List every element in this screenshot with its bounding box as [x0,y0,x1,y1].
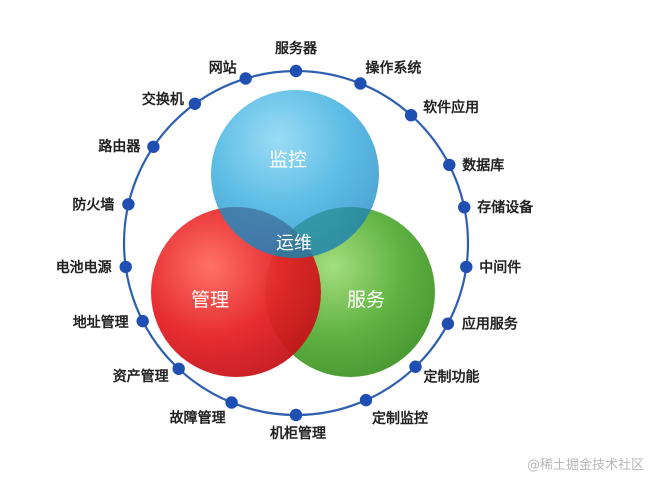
ring-node-label: 定制监控 [372,410,428,427]
ring-node-label: 电池电源 [56,259,112,276]
ring-node-label: 网站 [209,60,237,77]
venn-right-label: 服务 [347,289,385,311]
venn-top-label: 监控 [269,149,307,171]
ring-node-dot [136,314,149,328]
ring-node-label: 防火墙 [72,196,114,213]
ring-node-label: 机柜管理 [270,425,326,442]
ring-node-dot [122,198,135,211]
ring-node-label: 故障管理 [170,410,226,427]
ring-node-label: 软件应用 [423,99,479,116]
ring-node-dot [354,77,367,90]
watermark: @稀土掘金技术社区 [526,458,644,473]
venn-overlap-shade-right [265,207,379,258]
ring-node-label: 中间件 [479,259,521,276]
venn-overlap-shade [211,207,321,258]
ring-node-dot [239,72,252,85]
ring-node-label: 存储设备 [477,199,534,216]
ring-node-dot [289,64,303,78]
ring-node-dot [188,97,202,111]
venn-top-circle [211,90,379,258]
ring-node-dot [460,260,473,274]
ring-node-dot [404,109,418,122]
ring-node-label: 地址管理 [73,314,129,331]
ring-node-dot [172,362,185,375]
ring-node-label: 资产管理 [113,368,169,385]
ring-node-dot [409,360,422,373]
ring-node-label: 服务器 [275,40,318,57]
venn-left-label: 管理 [191,289,229,311]
ring-nodes [119,64,473,422]
ring-node-label: 定制功能 [424,369,480,386]
venn-center-label: 运维 [276,233,312,254]
ring-node-dot [225,396,238,409]
venn-diagram: 监控 管理 服务 运维 [151,90,435,377]
ring-node-label: 操作系统 [365,60,421,77]
ring-node-label: 应用服务 [462,316,519,333]
ring-node-dot [443,158,456,172]
ring-node-dot [289,408,303,422]
ring-node-dot [458,201,471,214]
ring-node-dot [147,140,160,153]
ring-node-label: 交换机 [142,91,184,108]
ring-node-label: 路由器 [98,138,141,155]
ring-node-dot [119,260,132,274]
ring-node-dot [441,317,455,330]
ring-node-label: 数据库 [462,157,504,174]
ring-node-dot [359,393,373,407]
